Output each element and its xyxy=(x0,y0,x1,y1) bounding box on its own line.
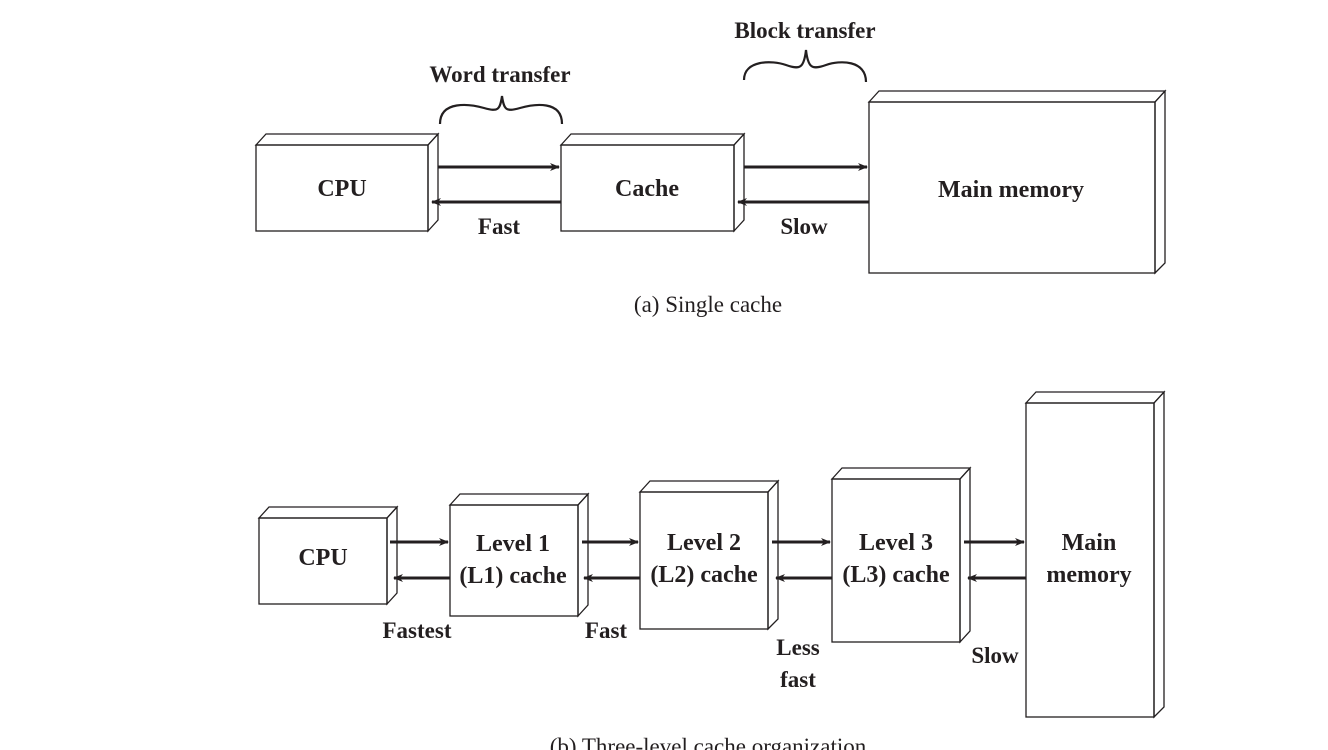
l3-label-line1: Level 3 xyxy=(859,530,933,556)
main-memory-box-b: Main memory xyxy=(1024,390,1166,719)
less-fast-label-line2: fast xyxy=(780,667,816,692)
single-cache-diagram: CPU Cache Main memory Word transfer Bloc… xyxy=(254,18,1167,317)
cache-label: Cache xyxy=(615,176,679,202)
main-memory-label: Main memory xyxy=(938,177,1084,203)
less-fast-label-line1: Less xyxy=(776,635,820,660)
l2-label-line1: Level 2 xyxy=(667,530,741,556)
single-cache-caption: (a) Single cache xyxy=(634,292,782,317)
fastest-label: Fastest xyxy=(383,618,452,643)
slow-label: Slow xyxy=(780,214,828,239)
l2-label-line2: (L2) cache xyxy=(650,562,758,588)
l1-cache-box: Level 1 (L1) cache xyxy=(448,492,590,618)
slow-label-b: Slow xyxy=(971,643,1019,668)
l3-label-line2: (L3) cache xyxy=(842,562,950,588)
memory-label-line2: memory xyxy=(1046,562,1131,588)
l2-cache-box: Level 2 (L2) cache xyxy=(638,479,780,631)
l1-label-line2: (L1) cache xyxy=(459,563,567,589)
cpu-label-b: CPU xyxy=(298,545,347,571)
memory-label-line1: Main xyxy=(1062,530,1117,556)
word-transfer-brace xyxy=(438,95,564,125)
fast-label: Fast xyxy=(478,214,521,239)
cpu-label: CPU xyxy=(317,176,366,202)
l3-cache-box: Level 3 (L3) cache xyxy=(830,466,972,644)
cpu-box-b: CPU xyxy=(257,505,399,606)
three-level-diagram: CPU Level 1 (L1) cache Level 2 (L2) cach… xyxy=(257,390,1166,750)
word-transfer-label: Word transfer xyxy=(429,62,570,87)
block-transfer-label: Block transfer xyxy=(734,18,875,43)
three-level-caption: (b) Three-level cache organization xyxy=(550,734,867,750)
fast-label-b: Fast xyxy=(585,618,628,643)
l1-label-line1: Level 1 xyxy=(476,531,550,557)
block-transfer-brace xyxy=(742,49,868,83)
cache-box: Cache xyxy=(559,132,746,233)
main-memory-box: Main memory xyxy=(867,89,1167,275)
cpu-box: CPU xyxy=(254,132,440,233)
